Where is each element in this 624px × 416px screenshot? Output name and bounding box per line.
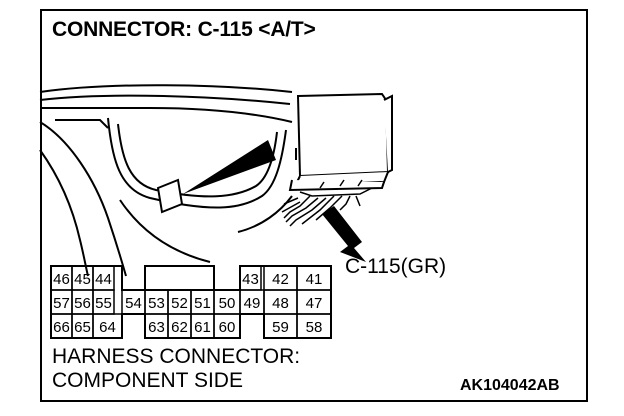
caption-component-side: COMPONENT SIDE	[52, 369, 243, 392]
connector-pin-label: 63	[148, 319, 165, 336]
dashboard-drawing	[39, 84, 297, 277]
connector-pin-label: 53	[148, 295, 165, 312]
dash-location-box	[156, 178, 184, 214]
ecu-harness	[281, 179, 373, 227]
connector-pin-label: 56	[74, 295, 91, 312]
connector-pin-label: 49	[244, 295, 261, 312]
connector-pin-label: 41	[306, 271, 323, 288]
location-pointer	[183, 140, 276, 194]
connector-pin-label: 46	[53, 271, 70, 288]
connector-pin-cell	[213, 313, 241, 339]
connector-pin-label: 58	[306, 319, 323, 336]
connector-pin-label: 48	[272, 295, 289, 312]
connector-pin-label: 62	[171, 319, 188, 336]
connector-callout-label: C-115(GR)	[345, 255, 447, 278]
connector-pin-label: 44	[95, 271, 112, 288]
connector-pin-label: 54	[125, 295, 142, 312]
ecu-module	[288, 92, 393, 192]
connector-pin-label: 43	[242, 271, 259, 288]
connector-arrow	[322, 206, 366, 262]
connector-pin-label: 45	[74, 271, 91, 288]
connector-pin-label: 51	[194, 295, 211, 312]
diagram-frame	[40, 9, 588, 402]
connector-pin-label: 47	[306, 295, 323, 312]
connector-pin-label: 59	[272, 319, 289, 336]
diagram-title: CONNECTOR: C-115 <A/T>	[52, 18, 316, 41]
connector-pin-label: 50	[219, 295, 236, 312]
connector-pin-label: 52	[171, 295, 188, 312]
connector-pin-label: 55	[95, 295, 112, 312]
connector-pin-label: 57	[53, 295, 70, 312]
connector-pin-label: 61	[194, 319, 211, 336]
connector-key-slot	[144, 265, 215, 291]
connector-pin-label: 42	[272, 271, 289, 288]
figure-code: AK104042AB	[460, 377, 560, 394]
connector-pin-label: 60	[219, 319, 236, 336]
connector-pin-label: 66	[53, 319, 70, 336]
connector-pin-cell	[92, 313, 123, 339]
connector-pin-cell	[296, 313, 332, 339]
connector-pin-label: 64	[99, 319, 116, 336]
caption-harness-connector: HARNESS CONNECTOR:	[52, 345, 301, 368]
connector-pin-label: 65	[74, 319, 91, 336]
